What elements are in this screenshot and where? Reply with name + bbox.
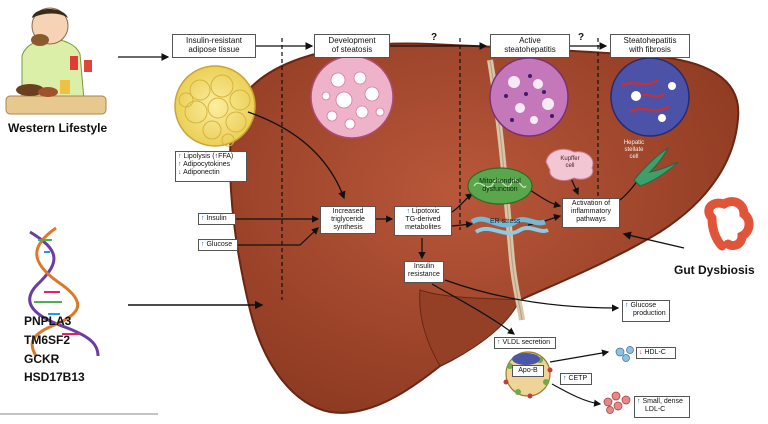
stellate-label: Hepatic stellate cell — [623, 140, 645, 160]
gene-tm6sf2: TM6SF2 — [24, 333, 71, 347]
adipose-effects-box: ↑ Lipolysis (↑FFA) ↑ Adipocytokines ↓ Ad… — [175, 151, 247, 182]
glucose-box: ↑ Glucose — [198, 239, 238, 251]
gene-hsd17b13: HSD17B13 — [24, 370, 85, 384]
stage-adipose-box: Insulin-resistant adipose tissue — [172, 34, 256, 58]
unknown-mark-1: ? — [431, 32, 438, 43]
stage-active-box: Active steatohepatitis — [490, 34, 570, 58]
stage-fibrosis-box: Steatohepatitis with fibrosis — [610, 34, 690, 58]
lipotoxic-box: ↑ Lipotoxic TG-derived metabolites — [394, 206, 452, 236]
person-illustration — [5, 7, 107, 115]
apob-label: Apo-B — [512, 365, 544, 377]
hdl-box: ↓ HDL-C — [636, 347, 676, 359]
gene-gckr: GCKR — [24, 352, 60, 366]
kupffer-label: Kupffer cell — [560, 156, 580, 169]
stage-steatosis-box: Development of steatosis — [314, 34, 390, 58]
western-lifestyle-label: Western Lifestyle — [8, 121, 108, 135]
cetp-box: ↑ CETP — [560, 373, 592, 385]
liver-lobe — [419, 289, 521, 367]
insulin-resistance-box: Insulin resistance — [404, 261, 444, 283]
triglyceride-synthesis-box: Increased triglyceride synthesis — [320, 206, 376, 234]
vldl-box: ↑ VLDL secretion — [494, 337, 556, 349]
er-stress-label: ER stress — [490, 218, 521, 225]
glucose-production-box: ↑ Glucose production — [622, 300, 670, 322]
insulin-box: ↑ Insulin — [198, 213, 236, 225]
gut-dysbiosis-label: Gut Dysbiosis — [674, 263, 755, 277]
inflammatory-box: Activation of inflammatory pathways — [562, 198, 620, 228]
gene-pnpla3: PNPLA3 — [24, 314, 72, 328]
unknown-mark-2: ? — [578, 32, 585, 43]
mito-label: Mitochondrial dysfunction — [479, 178, 521, 193]
ldl-box: ↑ Small, dense LDL-C — [634, 396, 690, 418]
